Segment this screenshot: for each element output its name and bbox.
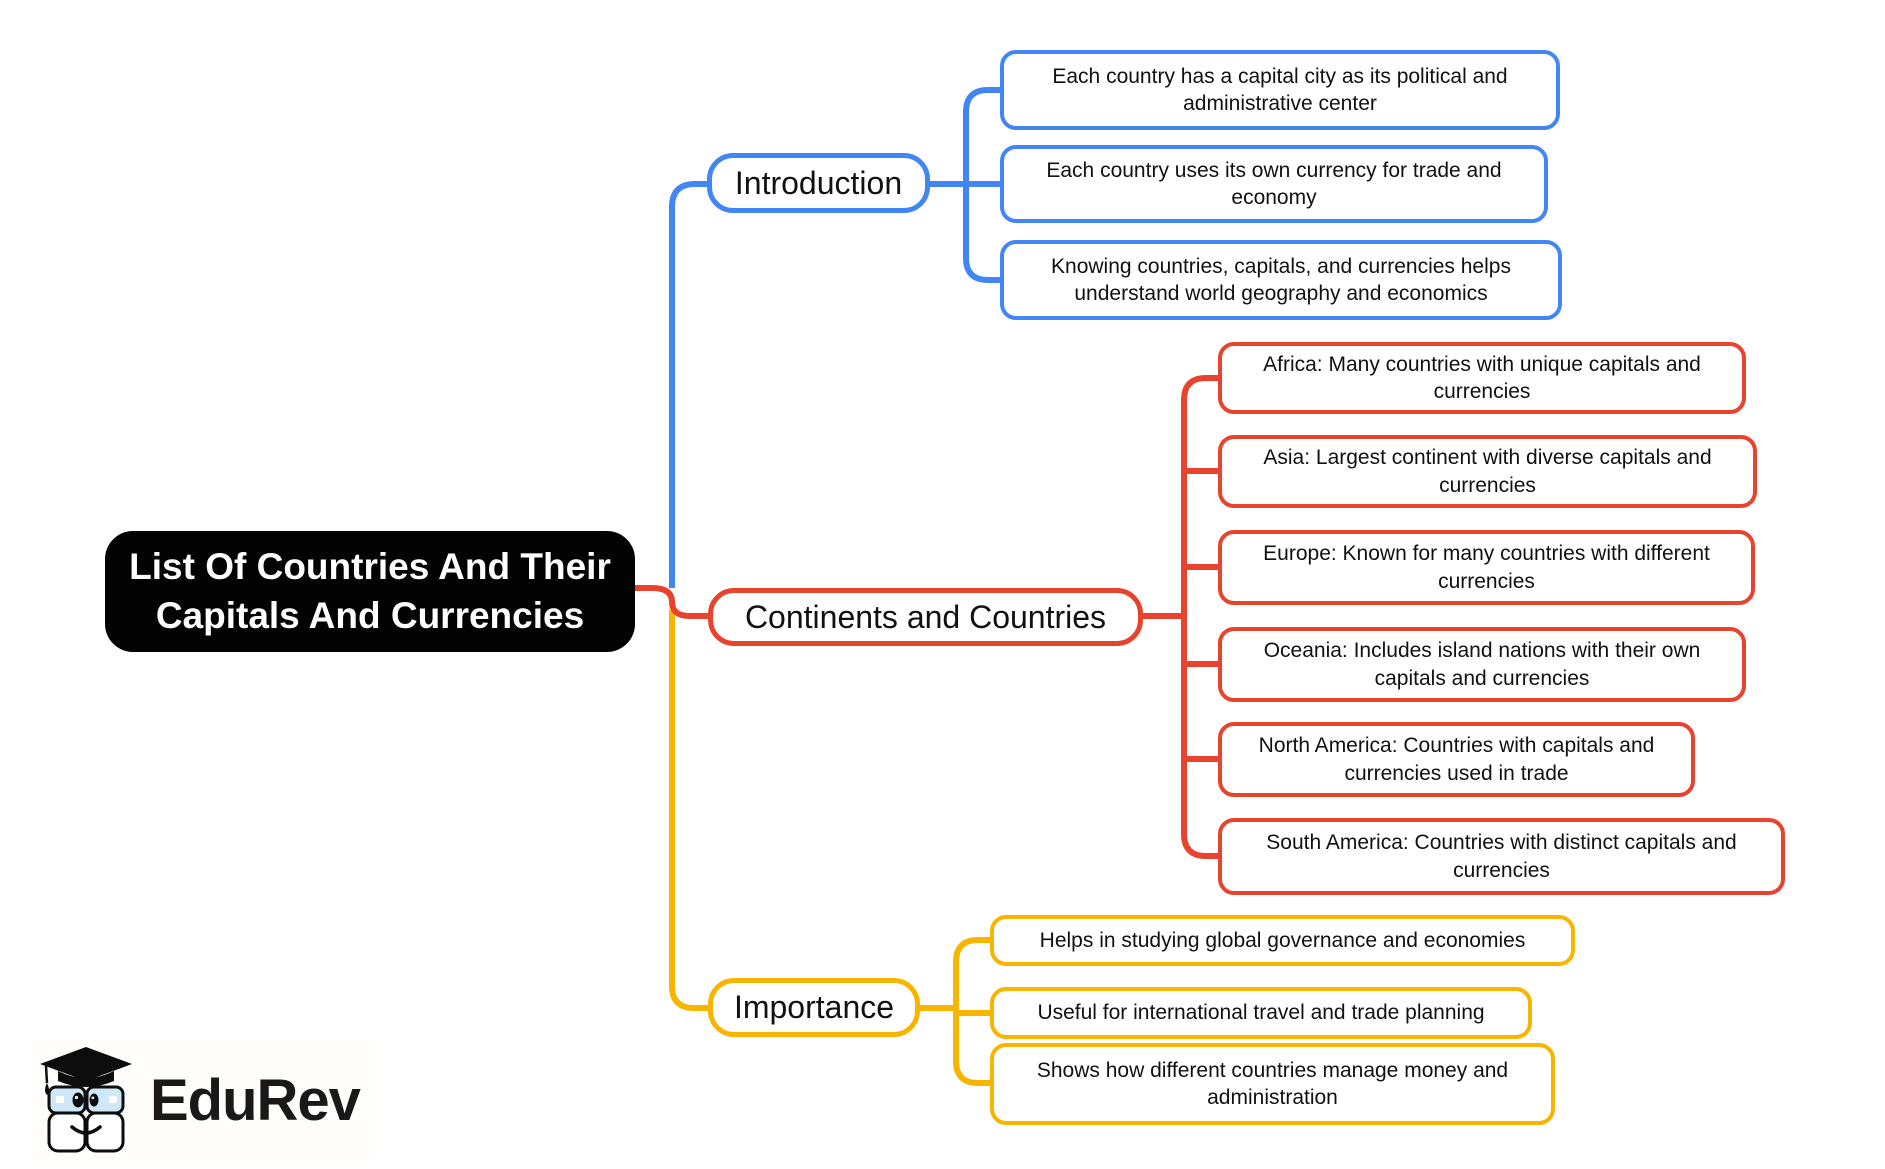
- leaf-node: Each country uses its own currency for t…: [1000, 145, 1548, 223]
- edurev-brand-text: EduRev: [150, 1067, 361, 1133]
- red-branch-line: [635, 585, 708, 619]
- yellow-branch-line: [669, 610, 708, 1011]
- edurev-mascot-icon: [40, 1047, 132, 1153]
- root-node: List Of Countries And Their Capitals And…: [105, 531, 635, 652]
- leaf-node: Oceania: Includes island nations with th…: [1218, 627, 1746, 702]
- root-title-line2: Capitals And Currencies: [155, 594, 585, 636]
- leaf-node: North America: Countries with capitals a…: [1218, 722, 1695, 797]
- leaf-node: Helps in studying global governance and …: [990, 915, 1575, 966]
- edurev-logo: EduRev: [30, 1038, 378, 1162]
- leaf-node: South America: Countries with distinct c…: [1218, 818, 1785, 895]
- leaf-node: Africa: Many countries with unique capit…: [1218, 342, 1746, 414]
- blue-branch-line: [669, 181, 707, 588]
- leaf-node: Europe: Known for many countries with di…: [1218, 530, 1755, 605]
- leaf-node: Useful for international travel and trad…: [990, 987, 1532, 1039]
- branch-node-continents: Continents and Countries: [708, 588, 1143, 646]
- leaf-node: Knowing countries, capitals, and currenc…: [1000, 240, 1562, 320]
- branch-node-introduction: Introduction: [707, 153, 930, 213]
- leaf-node: Asia: Largest continent with diverse cap…: [1218, 435, 1757, 508]
- leaf-node: Shows how different countries manage mon…: [990, 1043, 1555, 1125]
- root-title-line1: List Of Countries And Their: [129, 545, 611, 587]
- red-trunk-line: [1181, 375, 1218, 859]
- leaf-node: Each country has a capital city as its p…: [1000, 50, 1560, 130]
- branch-node-importance: Importance: [708, 978, 920, 1037]
